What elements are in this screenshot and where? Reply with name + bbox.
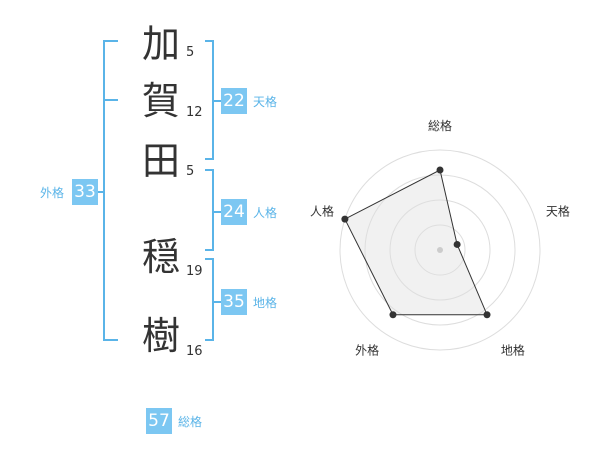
stroke-count-3: 5	[186, 164, 195, 179]
chikaku-bracket	[205, 258, 214, 341]
tenkaku-label: 天格	[253, 95, 278, 109]
radar-label-0: 総格	[428, 118, 452, 133]
radar-polygon	[344, 169, 488, 316]
radar-label-1: 天格	[546, 204, 570, 219]
radar-points	[341, 166, 491, 319]
jinkaku-bracket	[205, 169, 214, 251]
gaikaku-label: 外格	[40, 186, 65, 200]
jinkaku-label: 人格	[253, 206, 278, 220]
radar-label-4: 人格	[310, 204, 334, 219]
radar-center-dot	[437, 247, 443, 253]
tenkaku-badge: 22	[221, 88, 247, 114]
gaikaku-badge: 33	[72, 179, 98, 205]
radar-point-3	[389, 311, 397, 319]
gaikaku-bracket	[103, 40, 118, 341]
radar-point-2	[483, 311, 491, 319]
radar-point-0	[436, 166, 444, 174]
jinkaku-badge: 24	[221, 199, 247, 225]
soukaku-badge: 57	[146, 408, 172, 434]
name-char-1: 加	[141, 22, 180, 66]
stroke-count-4: 19	[186, 264, 203, 279]
stroke-count-5: 16	[186, 344, 203, 359]
name-char-2: 賀	[141, 79, 180, 123]
radar-label-2: 地格	[501, 342, 525, 357]
radar-label-3: 外格	[355, 342, 379, 357]
stroke-count-2: 12	[186, 105, 203, 120]
radar-ring-2	[389, 199, 491, 301]
radar-ring-3	[364, 174, 516, 326]
radar-point-4	[341, 215, 349, 223]
radar-point-1	[453, 240, 461, 248]
soukaku-label: 総格	[178, 415, 203, 429]
name-char-4: 穏	[141, 235, 180, 279]
chikaku-label: 地格	[253, 296, 278, 310]
name-char-5: 樹	[141, 314, 180, 358]
name-char-3: 田	[141, 139, 180, 183]
radar-ring-1	[414, 224, 466, 276]
chikaku-badge: 35	[221, 289, 247, 315]
stroke-count-1: 5	[186, 45, 195, 60]
